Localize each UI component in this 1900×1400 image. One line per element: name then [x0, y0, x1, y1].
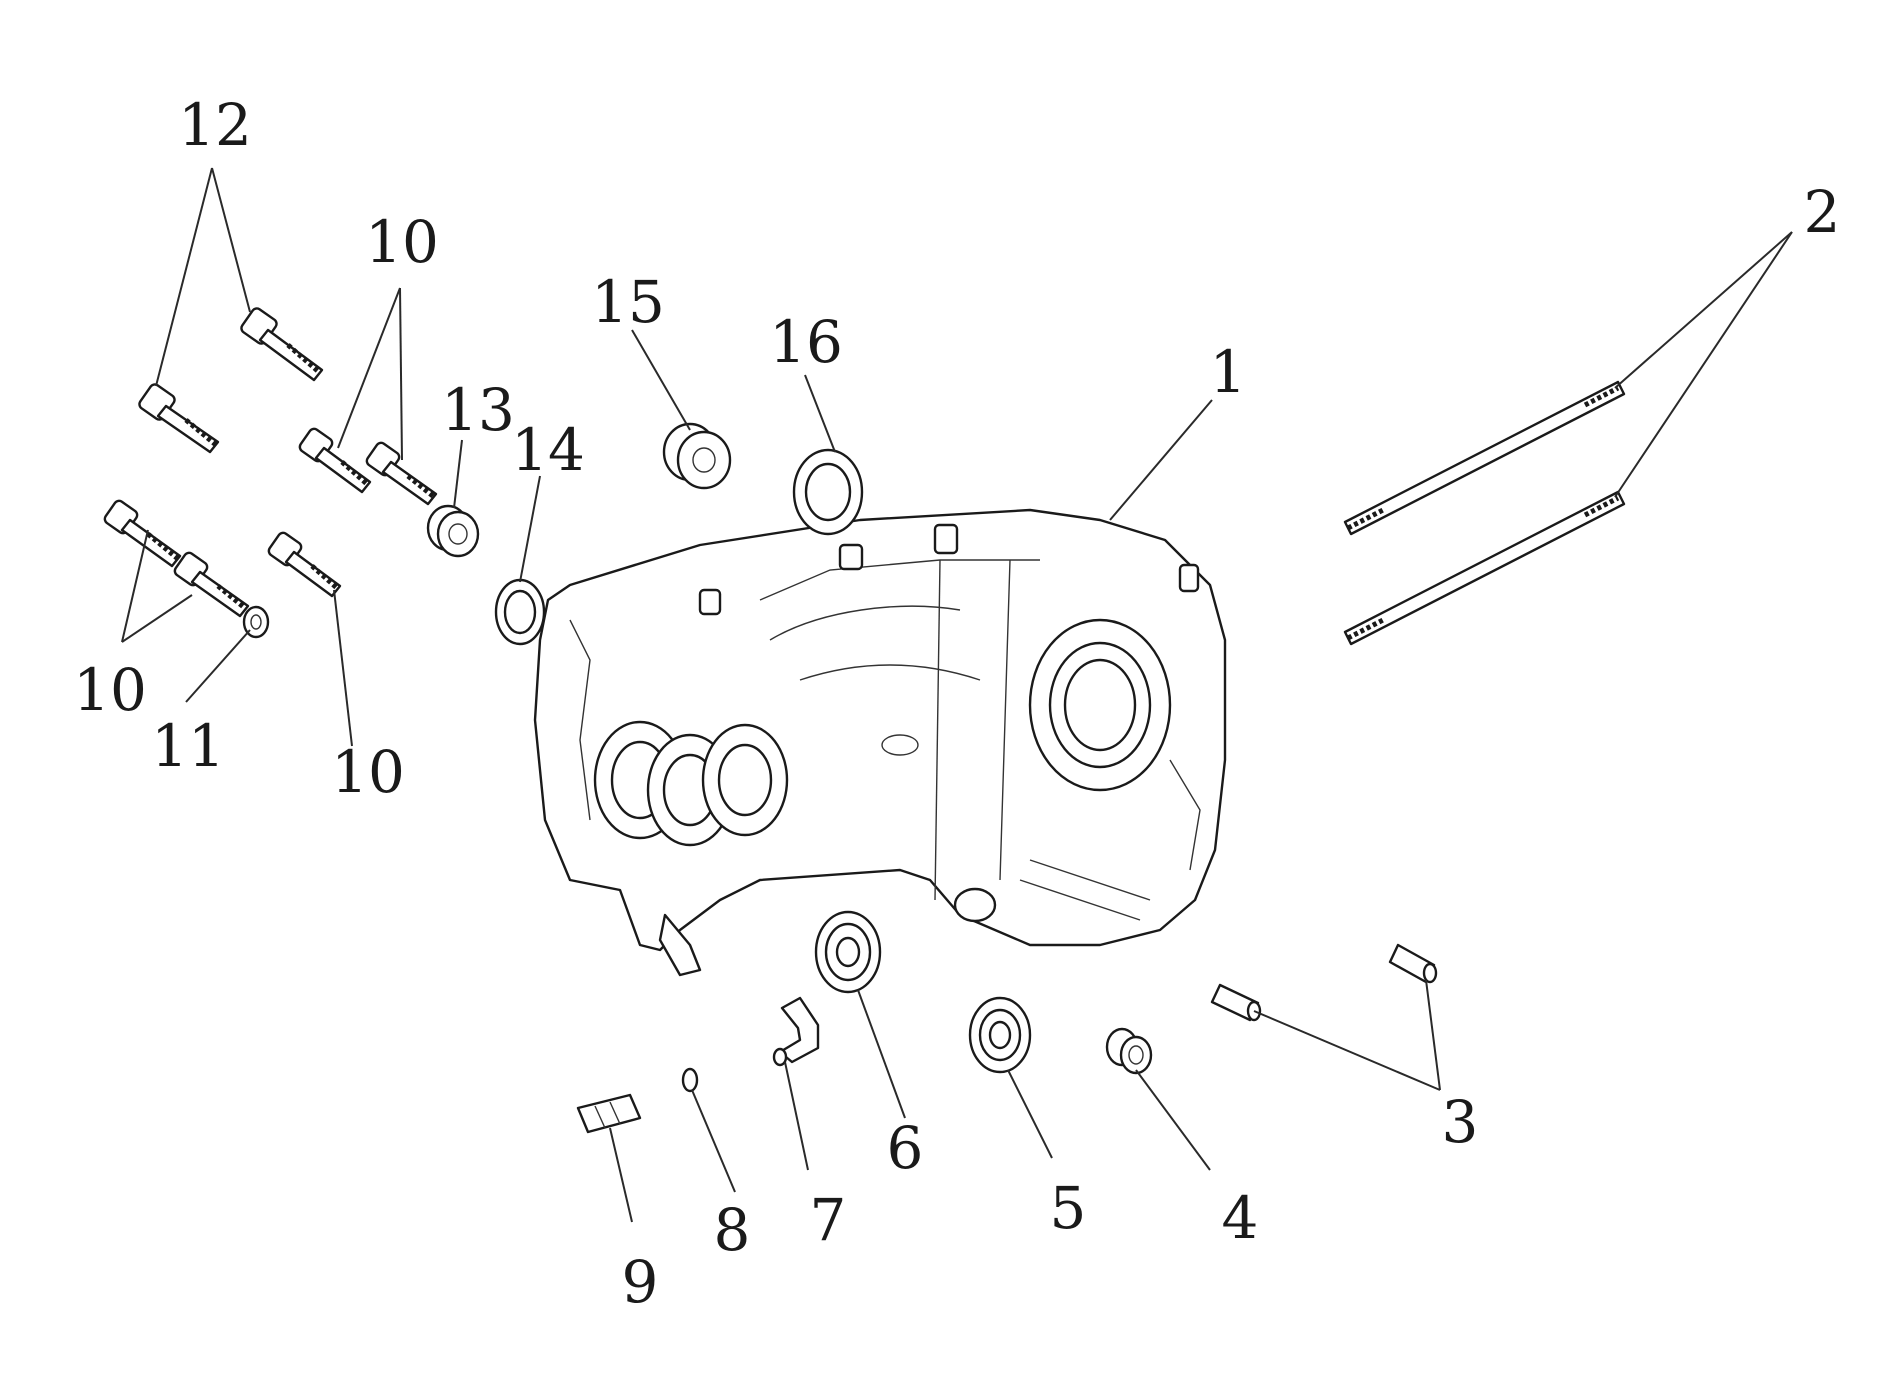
- dowel-pin-left: [1210, 983, 1262, 1022]
- bolt-10-left-a: [103, 499, 182, 568]
- dowel-pin-right: [1388, 943, 1438, 984]
- o-ring: [681, 1067, 699, 1093]
- bolt-10-left-b: [173, 551, 250, 618]
- callout-16: 16: [769, 308, 843, 376]
- callout-3: 3: [1442, 1088, 1479, 1156]
- callout-9: 9: [622, 1248, 659, 1316]
- crankcase-housing: [533, 508, 1227, 977]
- collar: [426, 504, 480, 558]
- callout-6: 6: [887, 1114, 924, 1182]
- bolt-12-lower: [138, 383, 220, 454]
- plug: [576, 1093, 642, 1134]
- bearing-6: [814, 910, 882, 994]
- callout-10-left: 10: [73, 656, 147, 724]
- oil-seal-14: [494, 578, 546, 646]
- callout-13: 13: [441, 376, 515, 444]
- callout-10-top: 10: [365, 208, 439, 276]
- callout-14: 14: [511, 416, 585, 484]
- oil-seal-16: [792, 448, 864, 536]
- elbow-fitting: [772, 996, 820, 1067]
- bolt-10-lower: [267, 531, 342, 598]
- bolt-10-upper-b: [365, 441, 438, 506]
- callout-12: 12: [178, 91, 252, 159]
- callout-2: 2: [1804, 178, 1841, 246]
- callout-labels: 1 2 3 4 5 6 7 8 9 10 10 10 11 12 13 14 1…: [73, 91, 1840, 1316]
- spacer: [662, 422, 732, 490]
- callout-7: 7: [810, 1186, 847, 1254]
- callout-15: 15: [591, 268, 665, 336]
- washer: [242, 605, 270, 639]
- callout-4: 4: [1222, 1184, 1259, 1252]
- bushing: [1105, 1027, 1153, 1075]
- bolt-10-upper-a: [298, 427, 372, 494]
- callout-1: 1: [1210, 338, 1247, 406]
- bolt-12-upper: [240, 307, 324, 382]
- callout-8: 8: [714, 1196, 751, 1264]
- stud-lower: [1343, 490, 1626, 646]
- callout-10-bottom: 10: [331, 738, 405, 806]
- stud-upper: [1343, 380, 1626, 536]
- leader-lines: [121, 167, 1793, 1223]
- callout-11: 11: [151, 712, 225, 780]
- callout-5: 5: [1050, 1174, 1087, 1242]
- bearing-5: [968, 996, 1032, 1074]
